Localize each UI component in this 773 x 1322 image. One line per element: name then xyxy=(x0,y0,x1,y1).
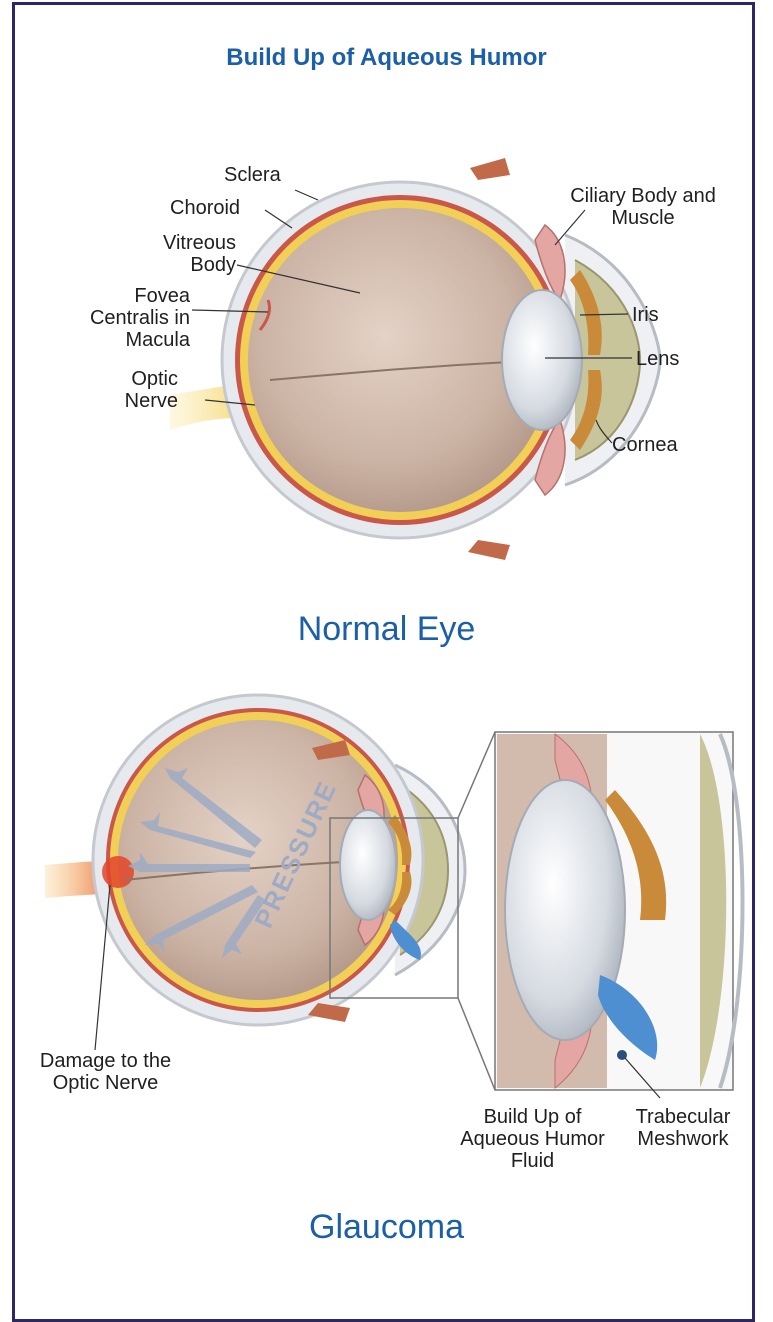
label-damage: Damage to the Optic Nerve xyxy=(38,1050,173,1094)
zoom-inset xyxy=(495,732,743,1090)
label-fovea: Fovea Centralis in Macula xyxy=(80,285,190,351)
label-optic-nerve: Optic Nerve xyxy=(120,368,178,412)
label-cornea: Cornea xyxy=(612,434,678,456)
label-build-up: Build Up of Aqueous Humor Fluid xyxy=(460,1106,605,1172)
label-choroid: Choroid xyxy=(170,197,240,219)
lens-shape xyxy=(502,290,582,430)
glaucoma-caption: Glaucoma xyxy=(0,1208,773,1247)
label-trabecular: Trabecular Meshwork xyxy=(618,1106,748,1150)
label-iris: Iris xyxy=(632,304,659,326)
label-sclera: Sclera xyxy=(224,164,281,186)
label-ciliary: Ciliary Body and Muscle xyxy=(568,185,718,229)
normal-eye-caption: Normal Eye xyxy=(0,610,773,649)
label-vitreous-body: Vitreous Body xyxy=(130,232,236,276)
label-lens: Lens xyxy=(636,348,679,370)
